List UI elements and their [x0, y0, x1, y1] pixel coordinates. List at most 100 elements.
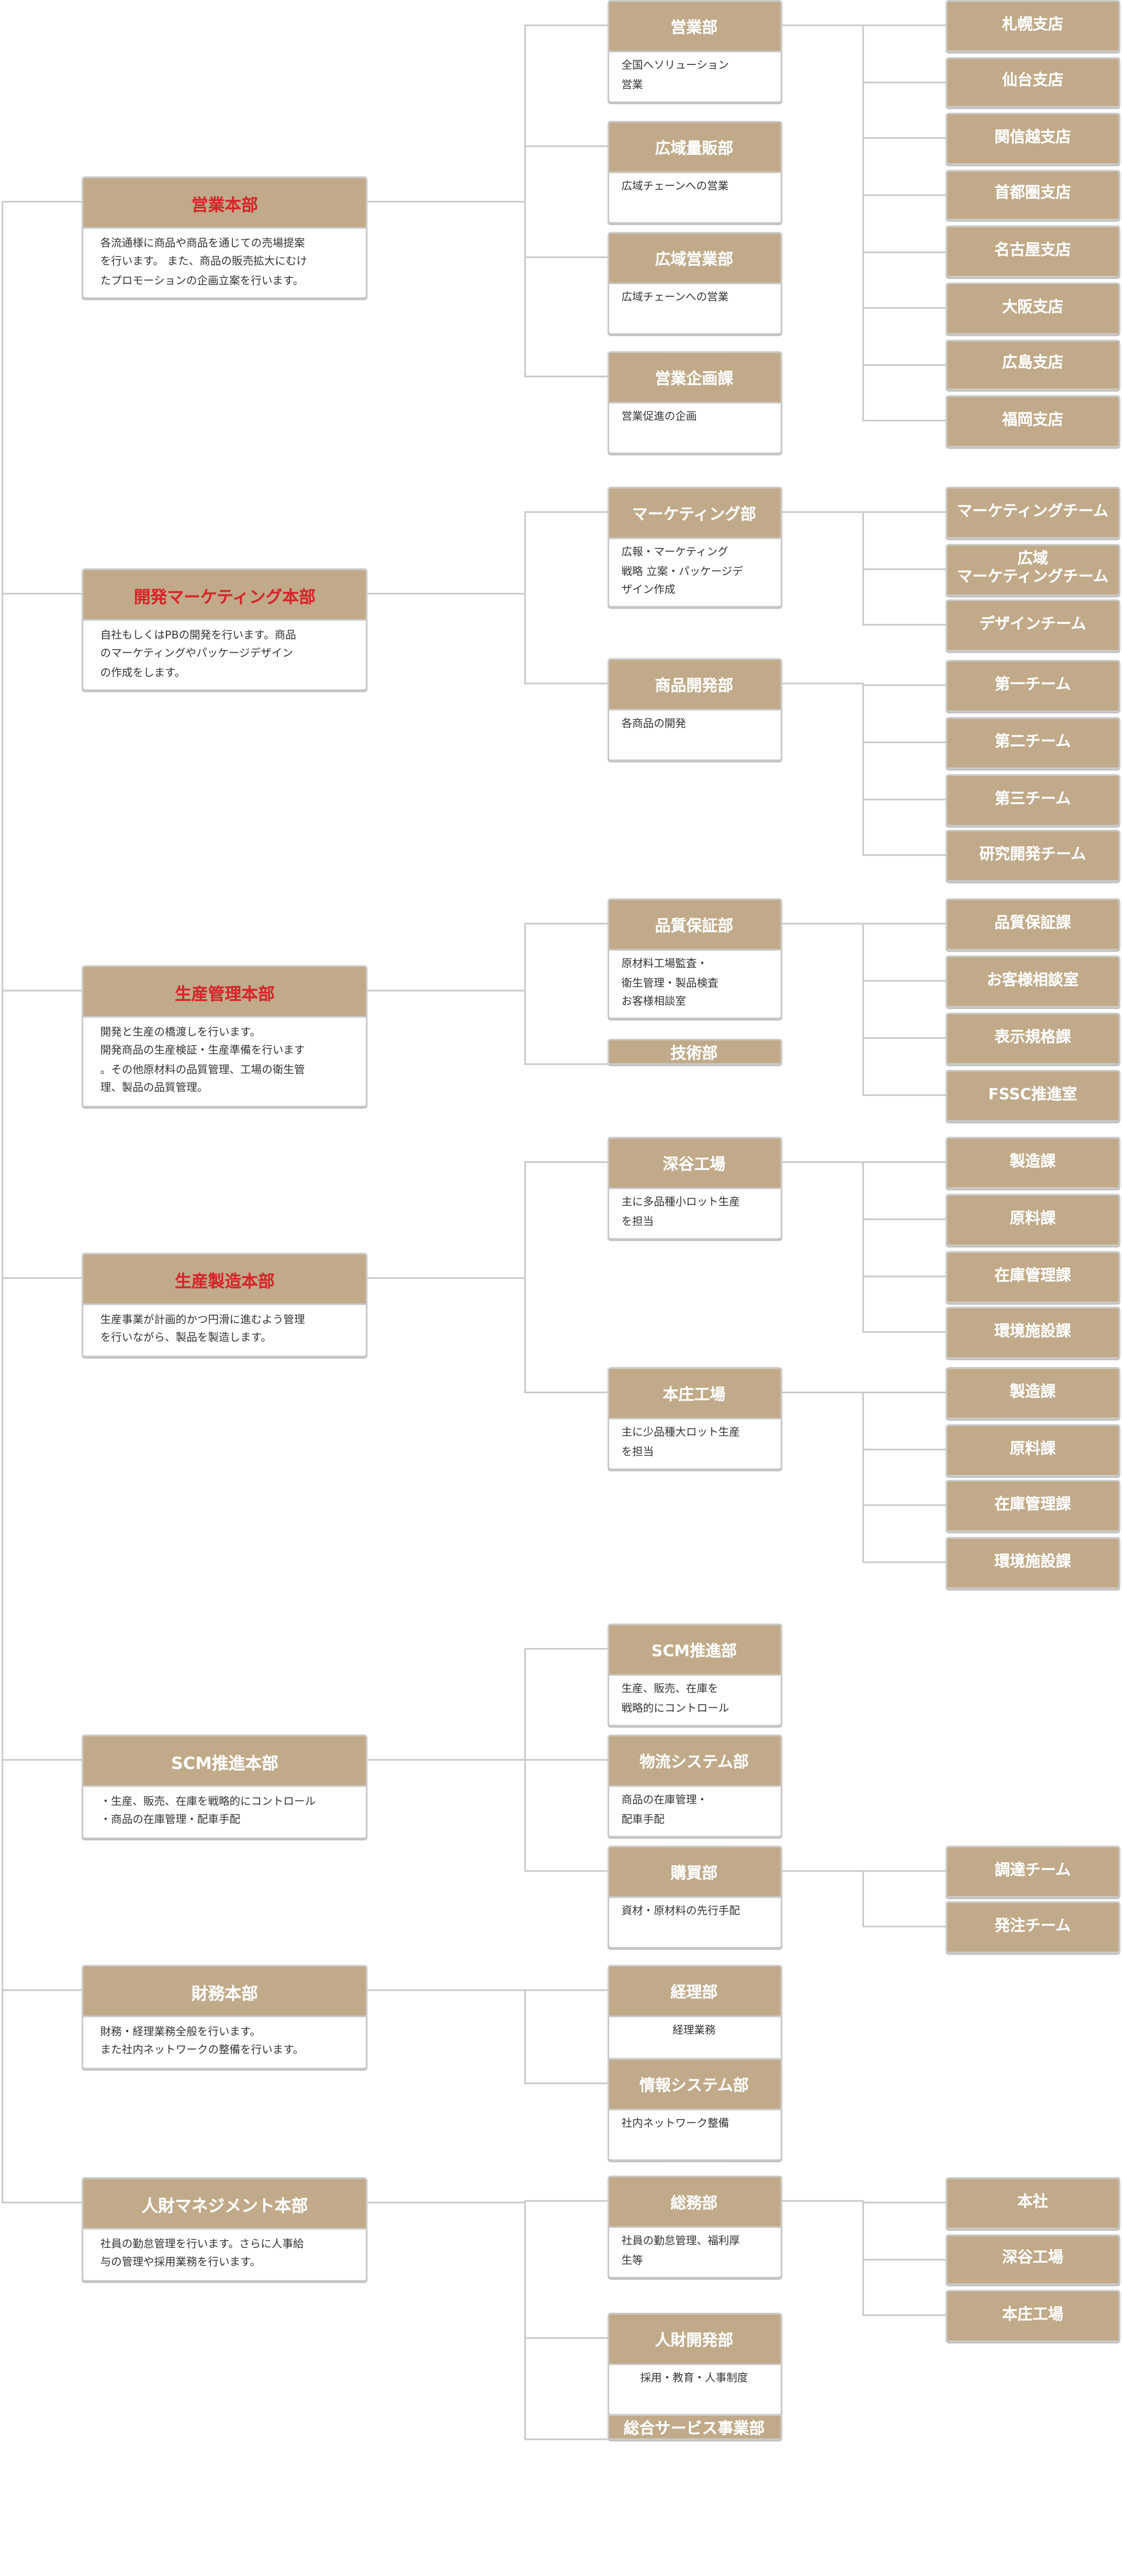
department-box: 深谷工場主に多品種小ロット生産 を担当 [607, 1137, 782, 1240]
department-box-title: 広域営業部 [608, 233, 780, 285]
department-box-title: 総務部 [608, 2177, 780, 2228]
team-box-title: 広島支店 [947, 340, 1119, 389]
division-box-title: 人財マネジメント本部 [84, 2179, 366, 2230]
connector-line [863, 2314, 945, 2316]
team-box: 広島支店 [945, 339, 1120, 391]
department-box: 技術部 [607, 1038, 782, 1065]
division-box-title: 営業本部 [84, 178, 366, 229]
connector-line [523, 923, 525, 1065]
department-box-description: 広域チェーンへの営業 [621, 290, 729, 304]
department-box-title: 広域量販部 [608, 122, 780, 173]
team-box-title: 表示規格課 [947, 1014, 1119, 1063]
connector-line [863, 1094, 945, 1096]
department-box-title: 営業企画課 [608, 353, 780, 404]
connector-line [1, 990, 83, 991]
team-box: 関信越支店 [945, 113, 1120, 165]
department-box-description: 商品の在庫管理・ 配車手配 [621, 1793, 708, 1825]
team-box-title: 福岡支店 [947, 397, 1119, 446]
department-box-title: 情報システム部 [608, 2059, 780, 2111]
department-box: 広域営業部広域チェーンへの営業 [607, 232, 782, 335]
team-box: 福岡支店 [945, 395, 1120, 447]
connector-line [863, 624, 945, 625]
department-box-description: 採用・教育・人事制度 [640, 2371, 748, 2385]
connector-line [862, 1162, 865, 1332]
team-box-title: 環境施設課 [947, 1538, 1119, 1587]
connector-line [781, 682, 863, 685]
connector-line [781, 2200, 863, 2202]
team-box: 発注チーム [945, 1901, 1120, 1953]
connector-line [781, 1870, 863, 1872]
connector-line [524, 145, 607, 147]
division-box-title: 開発マーケティング本部 [84, 570, 366, 621]
division-box-description: 財務・経理業務全般を行います。 また社内ネットワークの整備を行います。 [100, 2024, 304, 2057]
connector-line [524, 923, 607, 925]
connector-line [863, 799, 945, 800]
connector-line [863, 1161, 945, 1163]
connector-line [863, 251, 945, 252]
connector-line [524, 511, 607, 513]
department-box: 総務部社員の勤怠管理、福利厚 生等 [607, 2175, 782, 2279]
connector-line [862, 684, 865, 855]
connector-line [523, 1990, 525, 2084]
connector-line [524, 2082, 607, 2084]
department-box: 情報システム部社内ネットワーク整備 [607, 2058, 782, 2161]
department-box-title: 物流システム部 [608, 1736, 780, 1787]
team-box-title: 仙台支店 [947, 58, 1119, 107]
team-box: 本社 [945, 2177, 1120, 2229]
connector-line [863, 742, 945, 743]
division-box-description: 自社もしくはPBの開発を行います。商品 のマーケティングやパッケージデザイン の… [100, 628, 296, 679]
department-box-title: 商品開発部 [608, 659, 780, 711]
department-box-description: 経理業務 [672, 2023, 716, 2037]
connector-line [1, 201, 3, 2203]
connector-line [863, 420, 945, 422]
connector-line [367, 1277, 524, 1279]
team-box: 表示規格課 [945, 1012, 1120, 1065]
department-box-description: 社内ネットワーク整備 [621, 2116, 730, 2130]
team-box-title: 本庄工場 [947, 2291, 1119, 2340]
connector-line [863, 2202, 945, 2203]
team-box-title: 在庫管理課 [947, 1252, 1119, 1301]
connector-line [524, 682, 607, 685]
department-box-description: 資材・原材料の先行手配 [621, 1904, 740, 1918]
connector-line [367, 1759, 524, 1761]
division-box: 生産管理本部開発と生産の橋渡しを行います。 開発商品の生産検証・生産準備を行いま… [82, 965, 367, 1107]
team-box: 在庫管理課 [945, 1480, 1120, 1531]
team-box: 製造課 [945, 1367, 1120, 1419]
connector-line [863, 307, 945, 309]
team-box-title: 名古屋支店 [947, 228, 1119, 276]
division-box-description: 開発と生産の橋渡しを行います。 開発商品の生産検証・生産準備を行います 。その他… [100, 1025, 305, 1094]
team-box-title: 本社 [947, 2179, 1119, 2227]
team-box-title: 原料課 [947, 1195, 1119, 1244]
connector-line [863, 923, 945, 925]
connector-line [863, 1037, 945, 1039]
team-box: 研究開発チーム [945, 830, 1120, 881]
department-box-description: 広報・マーケティング 戦略 立案・パッケージデ ザイン作成 [621, 545, 743, 597]
department-box: 広域量販部広域チェーンへの営業 [607, 120, 782, 224]
department-box-description: 原材料工場監査・ 衛生管理・製品検査 お客様相談室 [621, 957, 719, 1008]
connector-line [862, 1392, 865, 1563]
team-box: 原料課 [945, 1194, 1120, 1246]
connector-line [863, 1870, 945, 1872]
department-box-title: 技術部 [608, 1040, 780, 1063]
department-box: 人財開発部採用・教育・人事制度 [607, 2313, 782, 2416]
team-box: 製造課 [945, 1137, 1120, 1189]
connector-line [524, 1063, 607, 1065]
connector-line [367, 201, 524, 203]
team-box-title: FSSC推進室 [947, 1071, 1119, 1120]
division-box-description: 社員の勤怠管理を行います。さらに人事給 与の管理や採用業務を行います。 [100, 2236, 304, 2269]
team-box: 品質保証課 [945, 898, 1120, 950]
team-box-title: 深谷工場 [947, 2235, 1119, 2284]
connector-line [863, 138, 945, 139]
department-box-description: 全国へソリューション 営業 [621, 59, 729, 91]
connector-line [523, 1649, 525, 1871]
department-box-title: 深谷工場 [608, 1138, 780, 1189]
team-box-title: 製造課 [947, 1138, 1119, 1187]
connector-line [863, 1392, 945, 1393]
connector-line [863, 980, 945, 982]
connector-line [863, 1504, 945, 1506]
connector-line [863, 1275, 945, 1278]
connector-line [781, 923, 863, 925]
connector-line [863, 1925, 945, 1928]
connector-line [863, 511, 945, 513]
connector-line [367, 2202, 524, 2203]
